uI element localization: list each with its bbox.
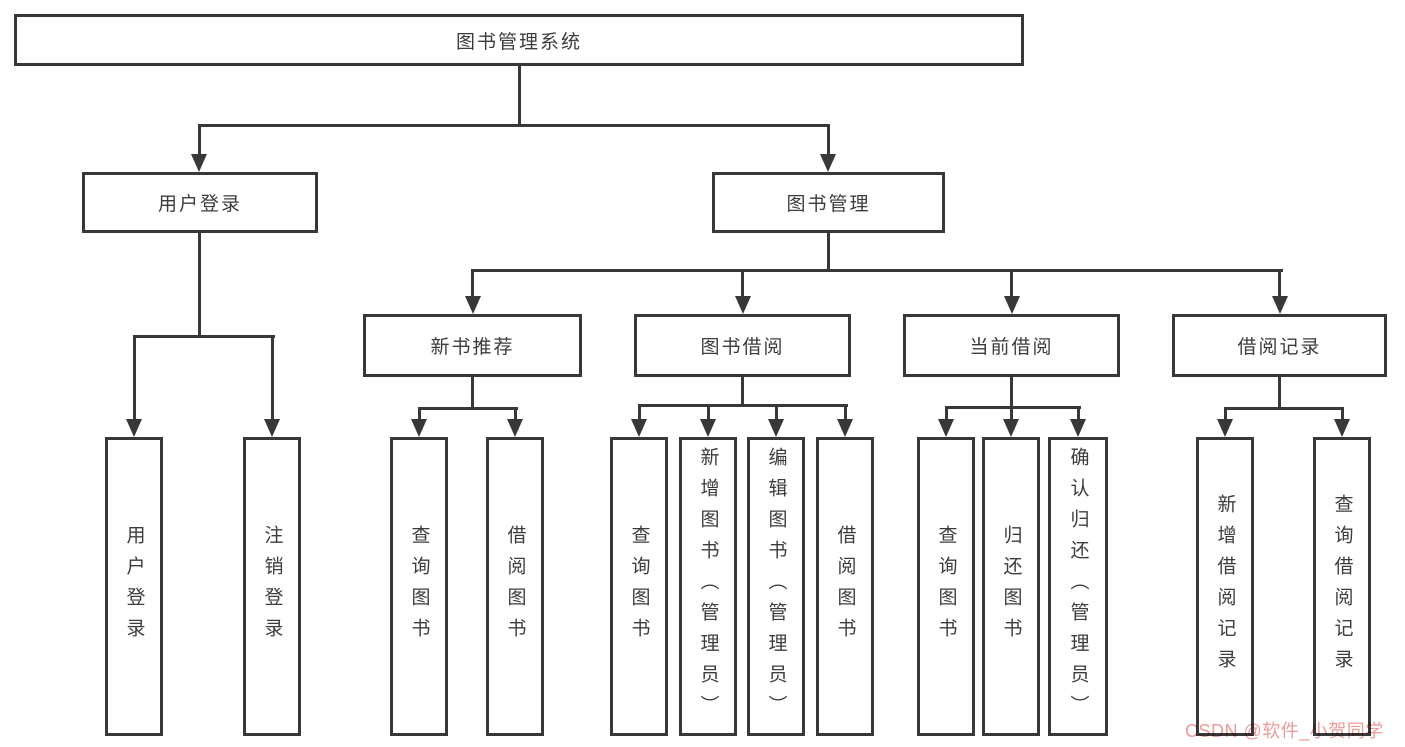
node-current-borrowing: 当前借阅 [903,314,1120,377]
node-new-book-rec: 新书推荐 [363,314,582,377]
connector-line [944,406,1081,409]
arrowhead-down-icon [768,419,784,437]
node-user-login-label: 用户登录 [157,194,242,215]
connector-line [637,404,848,407]
node-new-book-rec-label: 新书推荐 [430,337,515,358]
connector-line [471,269,474,298]
leaf-rec-borrow-books: 借阅图书 [486,437,544,736]
connector-line [1223,407,1344,410]
connector-line [944,406,948,421]
node-user-login: 用户登录 [82,172,318,233]
node-borrowing-records-label: 借阅记录 [1237,337,1322,358]
watermark-text: CSDN @软件_小贺同学 [1185,721,1384,741]
leaf-confirm-return-admin: 确认归还（管理员） [1048,437,1108,736]
arrowhead-down-icon [938,419,954,437]
arrowhead-down-icon [411,419,427,437]
leaf-edit-books-admin-label: 编辑图书（管理员） [765,447,787,726]
leaf-borrow-books-label: 借阅图书 [834,524,856,649]
connector-line [1076,406,1080,421]
connector-line [471,269,1283,272]
leaf-return-books-label: 归还图书 [1000,524,1022,649]
connector-line [1223,407,1227,421]
arrowhead-down-icon [1070,419,1086,437]
connector-line [471,377,474,410]
leaf-confirm-return-admin-label: 确认归还（管理员） [1067,447,1089,726]
connector-line [513,407,517,421]
node-root: 图书管理系统 [14,14,1024,66]
arrowhead-down-icon [1003,296,1020,314]
leaf-add-books-admin-label: 新增图书（管理员） [697,447,719,726]
node-book-borrowing-label: 图书借阅 [700,337,785,358]
connector-line [197,124,201,158]
connector-line [1340,407,1344,421]
connector-line [132,335,136,421]
connector-line [1010,377,1013,409]
leaf-borrow-query-books: 查询图书 [610,437,668,736]
node-current-borrowing-label: 当前借阅 [969,337,1054,358]
leaf-add-borrow-record-label: 新增借阅记录 [1214,493,1236,680]
connector-line [843,404,847,421]
connector-line [826,124,830,158]
node-book-management: 图书管理 [712,172,945,233]
leaf-add-borrow-record: 新增借阅记录 [1196,437,1254,736]
connector-line [270,335,274,421]
connector-line [1278,269,1281,298]
leaf-current-query-books: 查询图书 [917,437,975,736]
leaf-borrow-books: 借阅图书 [816,437,874,736]
arrowhead-down-icon [700,419,716,437]
arrowhead-down-icon [734,296,751,314]
leaf-edit-books-admin: 编辑图书（管理员） [747,437,805,736]
arrowhead-down-icon [464,296,481,314]
connector-line [1009,406,1013,421]
node-book-borrowing: 图书借阅 [634,314,851,377]
arrowhead-down-icon [1217,419,1233,437]
arrowhead-down-icon [1271,296,1288,314]
arrowhead-down-icon [1334,419,1350,437]
arrowhead-down-icon [126,419,142,437]
leaf-return-books: 归还图书 [982,437,1040,736]
node-borrowing-records: 借阅记录 [1172,314,1387,377]
leaf-rec-query-books-label: 查询图书 [408,524,430,649]
arrowhead-down-icon [507,419,523,437]
leaf-logout: 注销登录 [243,437,301,736]
connector-line [741,269,744,298]
connector-line [1010,269,1013,298]
connector-line [197,124,830,127]
arrowhead-down-icon [1003,419,1019,437]
node-book-management-label: 图书管理 [786,194,871,215]
arrowhead-down-icon [820,154,836,172]
connector-line [637,404,641,421]
connector-line [826,233,830,272]
arrowhead-down-icon [631,419,647,437]
leaf-rec-query-books: 查询图书 [390,437,448,736]
leaf-user-login-label: 用户登录 [123,524,145,649]
leaf-logout-label: 注销登录 [261,524,283,649]
connector-line [517,66,521,126]
leaf-borrow-query-books-label: 查询图书 [628,524,650,649]
connector-line [741,377,744,407]
arrowhead-down-icon [191,154,207,172]
connector-line [1278,377,1281,410]
connector-line [417,407,518,410]
connector-line [132,335,275,338]
connector-line [197,233,201,338]
leaf-user-login: 用户登录 [105,437,163,736]
leaf-query-borrow-record-label: 查询借阅记录 [1331,493,1353,680]
leaf-add-books-admin: 新增图书（管理员） [679,437,737,736]
arrowhead-down-icon [837,419,853,437]
leaf-query-borrow-record: 查询借阅记录 [1313,437,1371,736]
connector-line [706,404,710,421]
node-root-label: 图书管理系统 [455,31,582,53]
connector-line [417,407,421,421]
leaf-rec-borrow-books-label: 借阅图书 [504,524,526,649]
arrowhead-down-icon [264,419,280,437]
leaf-current-query-books-label: 查询图书 [935,524,957,649]
connector-line [774,404,778,421]
